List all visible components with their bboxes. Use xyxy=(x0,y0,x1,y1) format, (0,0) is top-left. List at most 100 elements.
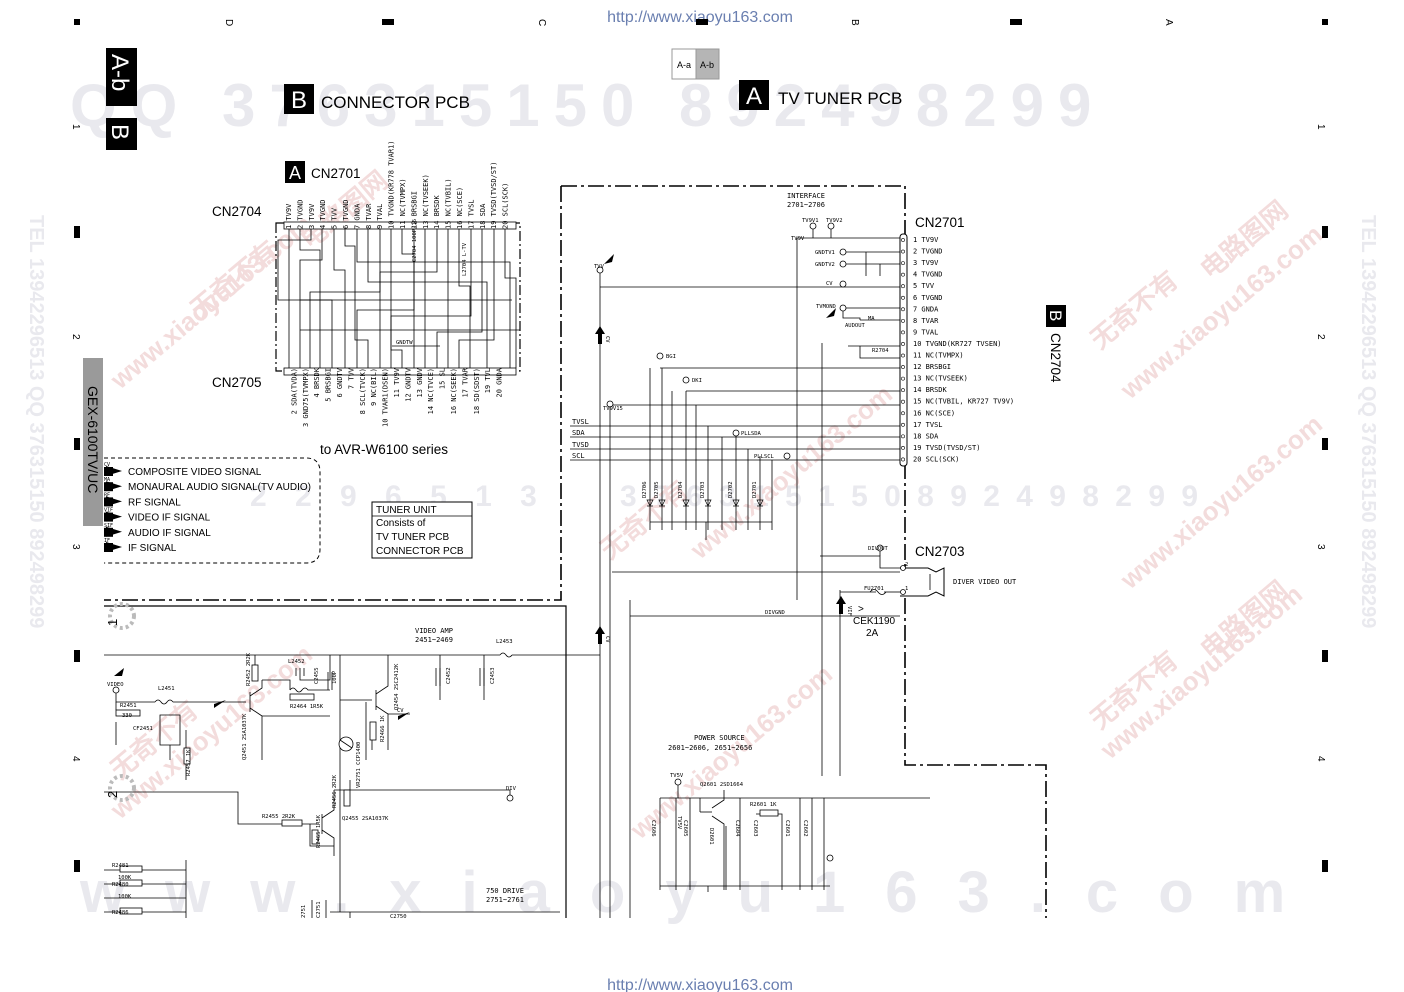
cn2704-pin-label: 14 BRSDK xyxy=(433,194,441,229)
cn2701-b-name: CN2701 xyxy=(311,166,361,181)
tab-a-b[interactable] xyxy=(695,48,720,80)
interface-section: INTERFACE 2701~2706 CN2701 1 TV9V2 TVGND… xyxy=(570,192,1066,918)
net-tvv: TVV xyxy=(594,264,605,270)
cn2703-name: CN2703 xyxy=(915,544,965,559)
legend-arrow-icon xyxy=(106,526,122,537)
cn2701-pin xyxy=(901,295,905,300)
cn2705-pin-label: 5 BRSBGI xyxy=(325,368,333,402)
to-avr-label: to AVR-W6100 series xyxy=(320,442,448,457)
diode-symbol xyxy=(756,499,764,507)
sheet-tag-ab: A-b B xyxy=(106,48,137,150)
part-r2451: R2451 xyxy=(120,703,137,709)
part-c2452: C2452 xyxy=(446,667,452,684)
cn2704-pin-label: 15 NC(TVBIL) xyxy=(445,178,453,229)
drive-title: 750 DRIVE xyxy=(486,887,524,895)
part-l2451: L2451 xyxy=(158,686,175,692)
legend-arrow-icon xyxy=(106,511,122,522)
cn2705-pin-label: 10 TVAR1(DSEN) xyxy=(382,368,390,427)
model-side-label: GEX-6100TV/UC xyxy=(83,358,103,526)
url-bottom[interactable]: http://www.xiaoyu163.com xyxy=(607,977,793,992)
cn2701-pin xyxy=(901,353,905,358)
diode-symbol xyxy=(646,499,654,507)
cn2701-pin xyxy=(901,307,905,312)
legend-tag: CV xyxy=(104,462,110,468)
net-ma: MA xyxy=(868,316,875,322)
cn2704-pin-label: 4 TVGND xyxy=(319,199,327,229)
svg-text:CV: CV xyxy=(604,636,610,643)
cn2701-pin-label: 5 TVV xyxy=(913,282,935,290)
cn2701-pin xyxy=(901,249,905,254)
video-amp-section: VIDEO AMP 2451~2469 L2453 xyxy=(104,602,600,918)
tab-a-a[interactable] xyxy=(671,48,697,80)
diode-label: D2704 xyxy=(678,481,684,498)
cn2701-pin-label: 2 TVGND xyxy=(913,248,943,256)
cn2703-out-label: DIVER VIDEO OUT xyxy=(953,578,1017,586)
cn2703-divout: DIVOUT xyxy=(868,546,889,552)
part-c2604: C2604 xyxy=(734,820,740,837)
watermark-mid: 3 7 6 3 1 5 1 5 0 8 9 2 4 9 8 2 9 9 xyxy=(620,480,1202,513)
part-cf2451: CF2451 xyxy=(133,726,153,732)
sheet-tabs[interactable]: A-a A-b xyxy=(671,48,720,80)
part-c2750: C2750 xyxy=(390,914,407,920)
cn2705-pin-label: 19 TVL xyxy=(484,368,492,393)
cn2704-pin-label: 3 TV9V xyxy=(308,203,316,229)
cn2704-pin-label: 11 NC(TVMPX) xyxy=(399,178,407,229)
cn2701-pin xyxy=(901,261,905,266)
cn2705-pin-label: 6 GNDTV xyxy=(336,367,344,397)
row-label-3-right: 3 xyxy=(1315,544,1326,550)
diode-label: D2703 xyxy=(700,481,706,498)
cn2704-pin-label: 12 BRSBGI xyxy=(410,191,418,229)
connector-wiring xyxy=(277,229,520,368)
part-d2601: D2601 xyxy=(708,828,714,845)
legend-arrow-icon xyxy=(106,481,122,492)
cn2704-pin-label: 18 SDA xyxy=(479,203,487,229)
fuse-rating: 2A xyxy=(866,628,879,639)
cn2701-pin-label: 20 SCL(SCK) xyxy=(913,455,959,463)
col-label-b: B xyxy=(849,19,860,26)
bus-label-tvsl: TVSL xyxy=(572,418,589,426)
cn2704-name: CN2704 xyxy=(212,204,262,219)
diode-symbol xyxy=(658,499,666,507)
diode-symbol xyxy=(732,499,740,507)
cn2701-pin xyxy=(901,284,905,289)
cn2701-pin xyxy=(901,365,905,369)
net-pllsda: PLLSDA xyxy=(741,431,762,437)
cn2703-section: CN2703 2 1 DIVER VIDEO OUT DIVOUT DIVGND… xyxy=(765,544,1017,639)
legend-arrow-icon xyxy=(106,466,122,476)
cn2701-pin xyxy=(901,272,905,277)
legend-tag: SIF xyxy=(104,523,113,529)
watermark-web-2: www.xiaoyu163.com xyxy=(684,379,898,565)
cn2704-pin-label: 7 GNDA xyxy=(353,203,361,229)
net-tv9v1: TV9V1 xyxy=(802,218,819,224)
legend-text: MONAURAL AUDIO SIGNAL(TV AUDIO) xyxy=(128,482,311,493)
net-video: VIDEO xyxy=(107,682,124,688)
cn2701-pin xyxy=(901,411,905,416)
cn2704-pin-label: 10 TVGND(KR778 TVAR1) xyxy=(388,140,396,229)
tv-board-edge xyxy=(104,605,567,918)
svg-text:GNDTW: GNDTW xyxy=(396,340,413,346)
connector-pcb-title: B CONNECTOR PCB xyxy=(284,84,470,114)
part-r2465: R2465 1R5K xyxy=(316,814,322,848)
diode-symbol xyxy=(682,499,690,507)
url-top[interactable]: http://www.xiaoyu163.com xyxy=(607,9,793,26)
cn2701-pin-label: 1 TV9V xyxy=(913,236,939,244)
tuner-unit-line3: TV TUNER PCB xyxy=(376,532,449,543)
svg-text:1: 1 xyxy=(905,586,908,592)
row-label-1-right: 1 xyxy=(1315,124,1326,130)
svg-text:CV: CV xyxy=(604,336,610,343)
cn2701-pin-label: 3 TV9V xyxy=(913,259,939,267)
tuner-unit-box: TUNER UNIT Consists of TV TUNER PCB CONN… xyxy=(371,501,473,559)
part-r2455: R2455 2R2K xyxy=(262,814,296,820)
part-r2481-value: 100K xyxy=(118,875,132,881)
power-source-title: POWER SOURCE xyxy=(694,734,745,742)
net-gndtv1: GNDTV1 xyxy=(815,250,835,256)
part-c2455: C2455 xyxy=(314,667,320,684)
net-audout: AUDOUT xyxy=(845,323,866,329)
watermark-tel-left: TEL 13942296513 QQ 376315150 892498299 xyxy=(25,215,47,628)
svg-text:B: B xyxy=(106,124,133,140)
net-gndtv2: GNDTV2 xyxy=(815,262,835,268)
